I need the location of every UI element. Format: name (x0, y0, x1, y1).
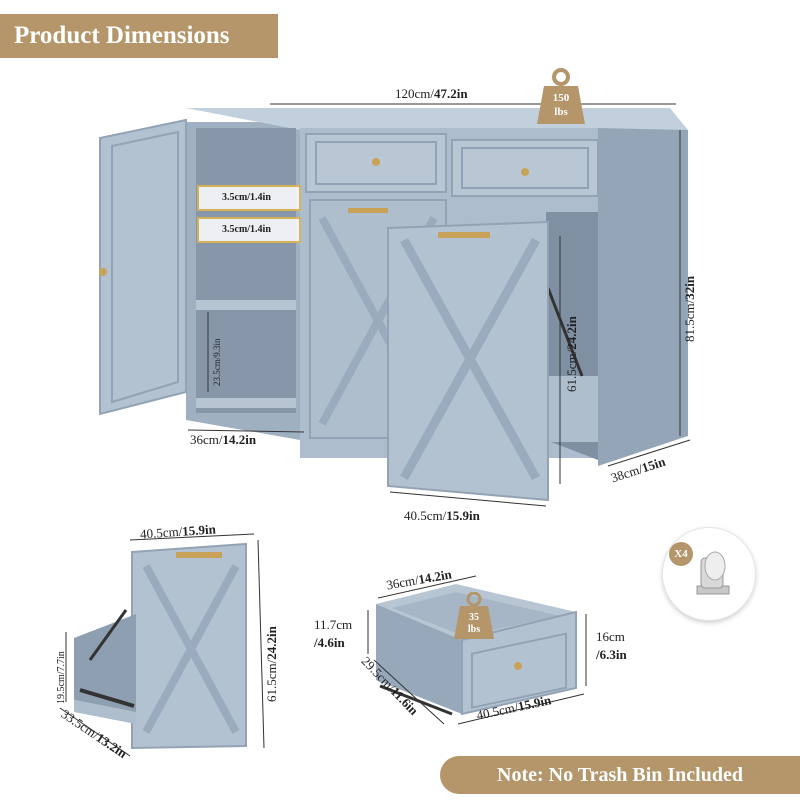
cabinet-max-load-weight: 150 lbs (536, 68, 586, 126)
shelf-adjust-label-2: 3.5cm/1.4in (222, 224, 271, 235)
caster-count-badge: X4 (669, 542, 693, 566)
weight-icon (537, 68, 585, 124)
weight-icon (454, 591, 494, 639)
cabinet-max-load-unit: lbs (554, 106, 568, 118)
tilt-bin-height-label: 61.5cm/24.2in (264, 626, 279, 702)
shelf-height-label: 23.5cm/9.3in (212, 338, 222, 387)
bin-door-width-label: 40.5cm/15.9in (404, 508, 480, 523)
drawer-max-load-value: 35 (469, 612, 479, 623)
cabinet-body (99, 108, 688, 502)
drawer-max-load-weight: 35 lbs (454, 591, 494, 640)
caster-wheel-icon (696, 551, 730, 595)
cabinet-width-label: 120cm/47.2in (395, 86, 468, 101)
caster-wheel-badge: X4 (663, 528, 755, 620)
cabinet-height-label: 81.5cm/32in (682, 275, 697, 342)
left-cabinet-width-label: 36cm/14.2in (190, 432, 257, 447)
drawer-inner-height-label: 11.7cm/4.6in (314, 617, 353, 650)
cabinet-max-load-value: 150 (552, 92, 570, 104)
product-dimensions-banner: Product Dimensions (0, 14, 278, 58)
shelf-adjust-label-1: 3.5cm/1.4in (222, 192, 271, 203)
tilt-bin-illustration (74, 542, 247, 750)
drawer-outer-height-label: 16cm/6.3in (596, 629, 627, 662)
drawer-illustration (376, 584, 577, 716)
tilt-bin-tray-height-label: 19.5cm/7.7in (56, 651, 67, 704)
no-trash-bin-note: Note: No Trash Bin Included (440, 756, 800, 794)
drawer-max-load-unit: lbs (467, 624, 481, 635)
bin-door-height-label: 61.5cm/24.2in (564, 316, 579, 392)
